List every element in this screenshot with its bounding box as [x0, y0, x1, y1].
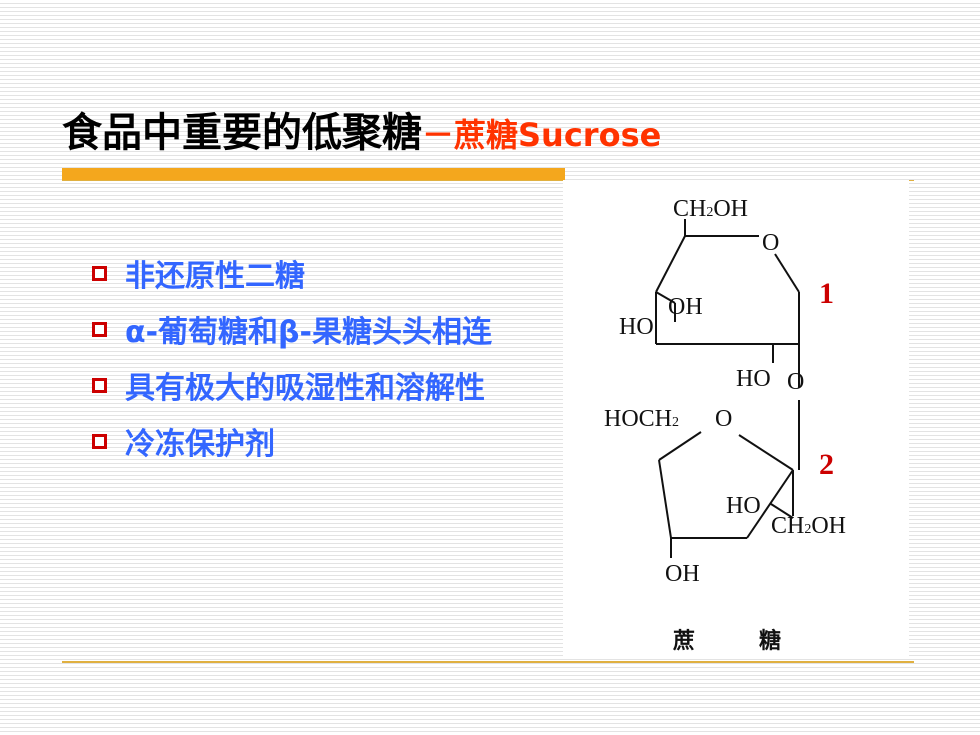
sucrose-structure-figure: CH2OH O OH HO HO O HOCH2 O HO CH2OH OH 1…: [563, 180, 909, 658]
bullet-item: α-葡萄糖和β-果糖头头相连: [92, 308, 512, 358]
fructose-ch2oh-text: CH: [771, 513, 804, 539]
structure-labels: CH2OH O OH HO HO O HOCH2 O HO CH2OH OH 1…: [604, 196, 846, 654]
fructose-ch2oh-label: CH2OH: [771, 513, 846, 539]
fructose-ch2oh-subscript: 2: [804, 522, 811, 537]
slide-title: 食品中重要的低聚糖－蔗糖Sucrose: [62, 100, 661, 170]
bullet-item: 具有极大的吸湿性和溶解性: [92, 364, 512, 414]
title-underline-accent: [62, 168, 565, 180]
bullet-text: 冷冻保护剂: [125, 427, 275, 462]
glucose-ch2oh-label: CH2OH: [673, 196, 748, 222]
bullet-text: 具有极大的吸湿性和溶解性: [125, 371, 485, 406]
carbon-2-label: 2: [819, 448, 834, 481]
bullet-list: 非还原性二糖 α-葡萄糖和β-果糖头头相连 具有极大的吸湿性和溶解性 冷冻保护剂: [92, 252, 512, 476]
ho-left-label: HO: [619, 314, 654, 340]
sucrose-structure-diagram: CH2OH O OH HO HO O HOCH2 O HO CH2OH OH 1…: [604, 196, 846, 654]
ho-fructose-label: HO: [726, 493, 761, 519]
structure-bonds: [655, 219, 800, 558]
title-underline: [62, 168, 914, 181]
ring-oxygen-bottom: O: [715, 406, 732, 432]
title-main: 食品中重要的低聚糖: [62, 110, 422, 156]
glucose-ch2oh-text: CH: [673, 196, 706, 222]
bottom-divider: [62, 661, 914, 663]
glucose-ch2oh-tail: OH: [713, 196, 748, 222]
bullet-item: 非还原性二糖: [92, 252, 512, 302]
oh-inner-label: OH: [668, 294, 703, 320]
bullet-marker-icon: [92, 378, 107, 393]
fructose-hoch2-label: HOCH2: [604, 406, 679, 432]
bullet-text: α-葡萄糖和β-果糖头头相连: [125, 315, 492, 350]
title-sub: －蔗糖Sucrose: [422, 116, 662, 154]
ho-lower-label: HO: [736, 366, 771, 392]
glycosidic-oxygen: O: [787, 369, 804, 395]
bullet-marker-icon: [92, 434, 107, 449]
ring-oxygen-top: O: [762, 230, 779, 256]
oh-bottom-label: OH: [665, 561, 700, 587]
bullet-text: 非还原性二糖: [125, 259, 305, 294]
bullet-item: 冷冻保护剂: [92, 420, 512, 470]
caption-right: 糖: [759, 628, 781, 654]
bullet-marker-icon: [92, 322, 107, 337]
fructose-hoch2-text: HOCH: [604, 406, 672, 432]
fructose-ch2oh-tail: OH: [811, 513, 846, 539]
glucose-ch2oh-subscript: 2: [706, 205, 713, 220]
carbon-1-label: 1: [819, 277, 834, 310]
fructose-hoch2-subscript: 2: [672, 415, 679, 430]
caption-left: 蔗: [672, 628, 695, 654]
bullet-marker-icon: [92, 266, 107, 281]
